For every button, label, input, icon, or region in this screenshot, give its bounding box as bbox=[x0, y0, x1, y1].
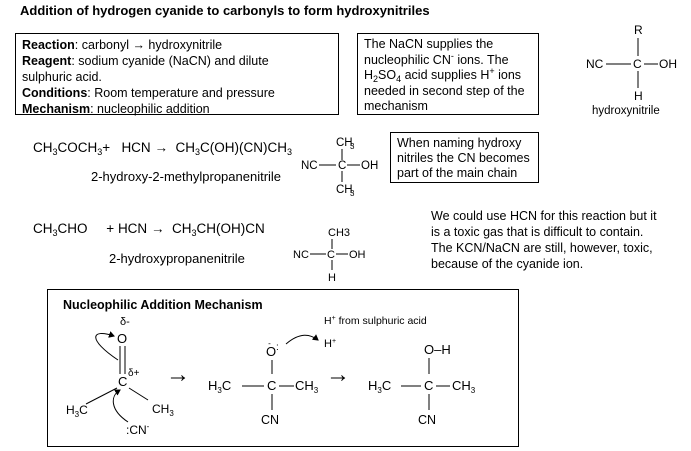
naming-line-2: nitriles the CN becomes bbox=[397, 151, 530, 165]
nacn-line-5: mechanism bbox=[364, 99, 428, 113]
hydroxynitrile-name: hydroxynitrile bbox=[592, 105, 660, 117]
reagent-value-cont: sulphuric acid. bbox=[22, 70, 102, 84]
svg-text:OH: OH bbox=[361, 160, 378, 172]
intermediate-ch3: CH3 bbox=[295, 378, 319, 395]
oh-label: OH bbox=[659, 57, 677, 71]
mechanism-box bbox=[47, 289, 519, 447]
intermediate-c: C bbox=[267, 378, 276, 393]
nc-label: NC bbox=[586, 57, 604, 71]
svg-text:3: 3 bbox=[350, 142, 355, 151]
ch3-group: CH3 bbox=[152, 402, 174, 418]
svg-text:CH: CH bbox=[336, 137, 353, 149]
example2-equation: CH3CHO + HCN → CH3CH(OH)CN bbox=[33, 221, 265, 238]
product-cn: CN bbox=[418, 413, 436, 427]
product-c: C bbox=[424, 378, 433, 393]
svg-text:CH3: CH3 bbox=[328, 227, 350, 239]
conditions-value: : Room temperature and pressure bbox=[87, 86, 275, 100]
svg-text:CH: CH bbox=[336, 184, 353, 196]
hydroxynitrile-general-structure: R NC C OH H hydroxynitrile bbox=[586, 23, 677, 117]
example2-name: 2-hydroxypropanenitrile bbox=[109, 251, 245, 266]
nacn-line-1: The NaCN supplies the bbox=[364, 37, 494, 51]
reagent-value: : sodium cyanide (NaCN) and dilute bbox=[71, 54, 269, 68]
naming-line-1: When naming hydroxy bbox=[397, 136, 522, 150]
cyanide-nucleophile: :CN- bbox=[126, 422, 150, 437]
h-label: H bbox=[634, 89, 643, 103]
toxic-line-2: is a toxic gas that is difficult to cont… bbox=[431, 225, 644, 239]
example1-structure: CH 3 NC C OH CH 3 bbox=[301, 137, 378, 198]
nacn-line-3: H2SO4 acid supplies H+ ions bbox=[364, 66, 522, 84]
h-plus-source-note: H+ from sulphuric acid bbox=[324, 315, 427, 327]
mechanism-title: Nucleophilic Addition Mechanism bbox=[63, 298, 263, 312]
product-ch3: CH3 bbox=[452, 378, 476, 395]
naming-line-3: part of the main chain bbox=[397, 166, 518, 180]
reagent-label: Reagent bbox=[22, 54, 72, 68]
toxic-line-3: The KCN/NaCN are still, however, toxic, bbox=[431, 241, 653, 255]
r-group-label: R bbox=[634, 23, 643, 37]
toxic-line-4: because of the cyanide ion. bbox=[431, 257, 584, 271]
delta-plus-label: δ+ bbox=[128, 368, 140, 379]
svg-text:H: H bbox=[328, 272, 336, 283]
example1-equation: CH3COCH3+ HCN → CH3C(OH)(CN)CH3 bbox=[33, 140, 292, 157]
reaction-arrow-2: → bbox=[326, 361, 350, 388]
intermediate-o: O- bbox=[266, 339, 276, 359]
proton: H+ bbox=[324, 338, 336, 350]
example1-name: 2-hydroxy-2-methylpropanenitrile bbox=[91, 169, 282, 184]
reaction-label: Reaction bbox=[22, 38, 75, 52]
svg-text:C: C bbox=[327, 249, 335, 261]
mechanism-value: : nucleophilic addition bbox=[90, 102, 210, 116]
intermediate-h3c: H3C bbox=[208, 378, 231, 395]
naming-box: When naming hydroxy nitriles the CN beco… bbox=[390, 132, 539, 183]
toxic-note: We could use HCN for this reaction but i… bbox=[431, 208, 657, 272]
page-title: Addition of hydrogen cyanide to carbonyl… bbox=[20, 3, 430, 18]
svg-text:C: C bbox=[338, 160, 346, 172]
nacn-line-2: nucleophilic CN- ions. The bbox=[364, 50, 509, 67]
svg-text:OH: OH bbox=[349, 249, 366, 261]
conditions-label: Conditions bbox=[22, 86, 88, 100]
h3c-group: H3C bbox=[66, 403, 88, 419]
intermediate-cn: CN bbox=[261, 413, 279, 427]
product-h3c: H3C bbox=[368, 378, 391, 395]
product-oh: O–H bbox=[424, 342, 451, 357]
delta-minus-label: δ- bbox=[120, 316, 130, 328]
svg-text:3: 3 bbox=[350, 189, 355, 198]
example2-structure: CH3 NC C OH H bbox=[293, 227, 366, 283]
central-c-label: C bbox=[633, 57, 642, 71]
nacn-info-box: The NaCN supplies the nucleophilic CN- i… bbox=[357, 33, 539, 115]
svg-text:NC: NC bbox=[293, 249, 309, 261]
reaction-arrow-1: → bbox=[166, 361, 190, 388]
nacn-line-4: needed in second step of the bbox=[364, 83, 525, 98]
carbonyl-c: C bbox=[118, 374, 127, 389]
toxic-line-1: We could use HCN for this reaction but i… bbox=[431, 209, 657, 223]
lone-pair-dots: : bbox=[276, 342, 279, 353]
mechanism-label: Mechanism bbox=[22, 102, 91, 116]
carbonyl-o: O bbox=[117, 331, 127, 346]
reaction-info-box: Reaction: carbonyl → hydroxynitrile Reag… bbox=[15, 33, 339, 116]
svg-text:NC: NC bbox=[301, 160, 318, 172]
reaction-value: : carbonyl → hydroxynitrile bbox=[74, 38, 223, 52]
mechanism-diagram: δ- O C δ+ H3C CH3 :CN- → H+ from sulphur… bbox=[66, 315, 476, 437]
